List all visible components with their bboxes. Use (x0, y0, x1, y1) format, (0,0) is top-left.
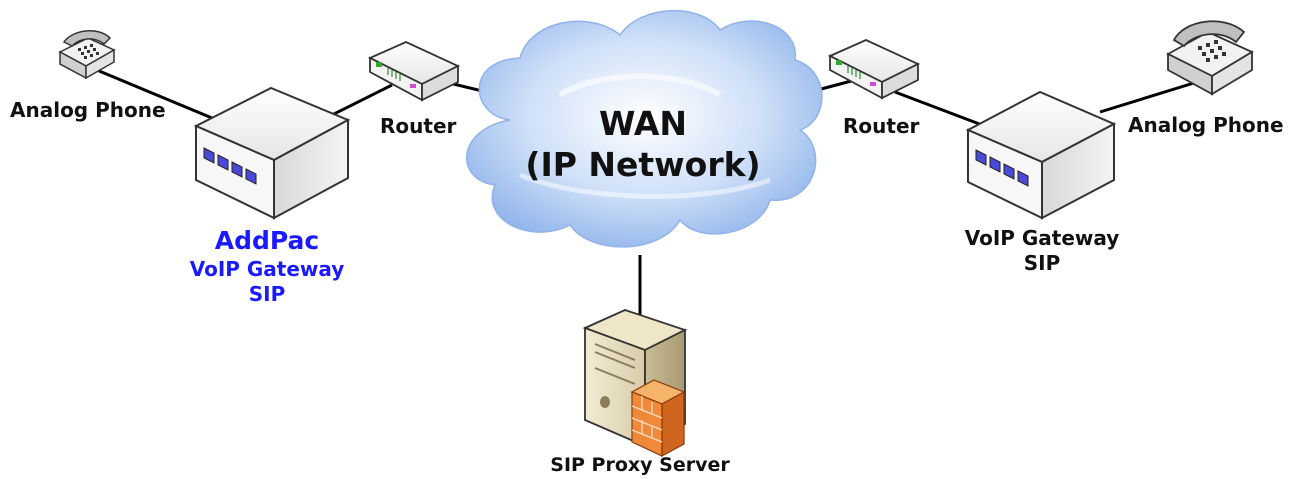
link-left-phone-gateway (91, 66, 213, 120)
cloud-icon (465, 10, 823, 248)
right-gateway-protocol: SIP (1023, 251, 1061, 275)
server-label: SIP Proxy Server (550, 454, 730, 476)
gateway-ports (975, 149, 1029, 187)
firewall-icon (630, 379, 686, 458)
left-gateway-type: VoIP Gateway (189, 257, 345, 281)
left-phone-label: Analog Phone (10, 98, 166, 122)
voip-gateway-icon (965, 90, 1117, 220)
right-router-label: Router (843, 114, 920, 138)
analog-phone-icon (1166, 20, 1254, 96)
link-right-router-gateway (894, 90, 991, 130)
cloud-subtitle: (IP Network) (525, 145, 761, 184)
router-icon (827, 39, 921, 100)
right-phone-label: Analog Phone (1128, 113, 1284, 137)
voip-gateway-icon (193, 86, 351, 220)
gateway-ports (203, 147, 257, 185)
left-gateway-brand: AddPac (214, 226, 320, 255)
left-router-label: Router (380, 114, 457, 138)
analog-phone-icon (58, 30, 116, 80)
router-icon (367, 41, 461, 102)
right-gateway-type: VoIP Gateway (964, 226, 1120, 250)
left-gateway-protocol: SIP (248, 282, 286, 306)
cloud-title: WAN (598, 104, 688, 143)
